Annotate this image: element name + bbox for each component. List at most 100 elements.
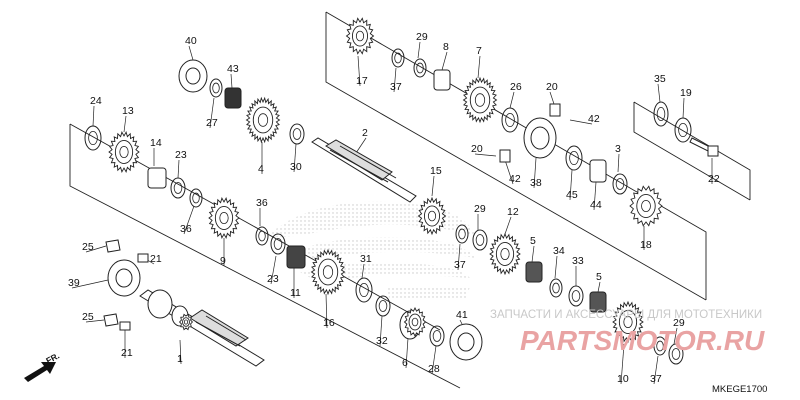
washer-part-27 (209, 78, 223, 98)
callout-20: 20 (471, 143, 483, 155)
leader-line (183, 205, 195, 235)
sprocket-part-18 (629, 185, 663, 227)
leader-line (230, 73, 233, 89)
bolt-part-21b (119, 321, 131, 331)
callout-30: 30 (290, 161, 302, 173)
gear-part-9 (208, 197, 240, 239)
callout-16: 16 (323, 317, 335, 329)
collar-part-3 (612, 173, 628, 195)
callout-39: 39 (68, 277, 80, 289)
leader-line (209, 97, 215, 129)
leader-lines (71, 41, 713, 385)
leader-line (504, 216, 512, 235)
bearing-part-40 (178, 59, 208, 93)
bushing-part-8 (433, 69, 451, 91)
gear-part-16 (310, 248, 346, 296)
stopper-plate-part-20a (549, 103, 561, 117)
callout-14: 14 (150, 137, 162, 149)
callout-10: 10 (617, 373, 629, 385)
washer-part-31 (355, 277, 373, 303)
leader-line (431, 345, 437, 375)
callout-35: 35 (654, 73, 666, 85)
gear-part-7 (462, 76, 498, 124)
shaft-gear-part-1 (178, 313, 194, 331)
circlip-part-29b (472, 229, 488, 251)
circlip-part-23a (170, 177, 186, 199)
callout-23: 23 (175, 149, 187, 161)
plate-part-25a (105, 239, 121, 253)
leader-line (554, 255, 558, 279)
leader-line (85, 319, 105, 323)
callout-5: 5 (530, 235, 536, 247)
circlip-part-33 (568, 285, 584, 307)
bushing-part-14 (147, 167, 167, 189)
leader-line (179, 339, 182, 365)
leader-line (549, 91, 555, 105)
leader-line (620, 343, 625, 385)
callout-25: 25 (82, 311, 94, 323)
bolt-part-22 (689, 137, 719, 157)
washer-part-36b (255, 226, 269, 246)
leader-line (393, 67, 397, 93)
needle-bearing-part-5b (589, 291, 607, 313)
gear-part-12 (489, 232, 521, 276)
parts (84, 17, 719, 367)
callout-19: 19 (680, 87, 692, 99)
leader-line (293, 143, 297, 173)
callout-41: 41 (456, 309, 468, 321)
leader-line (569, 119, 593, 125)
callout-17: 17 (356, 75, 368, 87)
callout-6: 6 (402, 357, 408, 369)
callout-12: 12 (507, 206, 519, 218)
gear-part-6-dog (403, 306, 427, 338)
leader-line (504, 159, 514, 185)
needle-bearing-part-5a (525, 261, 543, 283)
callout-37: 37 (454, 259, 466, 271)
callout-42: 42 (509, 173, 521, 185)
leader-line (188, 45, 194, 61)
callout-22: 22 (708, 173, 720, 185)
washer-part-37b (455, 224, 469, 244)
callout-45: 45 (566, 189, 578, 201)
bearing-part-38 (523, 117, 557, 159)
callout-2: 2 (362, 127, 368, 139)
leader-line (270, 255, 277, 285)
leader-line (682, 97, 685, 119)
diagram-code: MKEGE1700 (712, 384, 767, 395)
callout-21: 21 (150, 253, 162, 265)
callout-11: 11 (290, 287, 301, 299)
callout-44: 44 (590, 199, 602, 211)
washer-part-35 (653, 101, 669, 127)
callout-7: 7 (476, 45, 482, 57)
plate-part-25b (103, 313, 119, 327)
leader-line (569, 169, 573, 201)
callout-9: 9 (220, 255, 226, 267)
callout-24: 24 (90, 95, 102, 107)
washer-part-37c (653, 336, 667, 356)
washer-part-32 (375, 295, 391, 317)
needle-bearing-part-11 (286, 245, 306, 269)
leader-line (617, 153, 620, 173)
callout-37: 37 (390, 81, 402, 93)
stopper-plate-part-20b (499, 149, 511, 163)
callout-33: 33 (572, 255, 584, 267)
callout-4: 4 (258, 163, 264, 175)
circlip-part-29c (668, 343, 684, 365)
leader-line (405, 337, 409, 369)
leader-line (177, 159, 180, 179)
circlip-part-29a (413, 58, 427, 78)
leader-line (92, 105, 95, 127)
leader-line (474, 153, 497, 157)
callout-40: 40 (185, 35, 197, 47)
leader-line (593, 181, 597, 211)
leader-line (123, 115, 127, 133)
washer-part-26 (501, 107, 519, 133)
callout-32: 32 (376, 335, 388, 347)
washer-part-37a (391, 48, 405, 68)
gear-part-10 (612, 300, 644, 344)
callout-34: 34 (553, 245, 565, 257)
gear-part-13 (108, 131, 140, 173)
watermark-text: ЗАПЧАСТИ И АКСЕССУАРЫ ДЛЯ МОТОТЕХНИКИ (490, 309, 762, 321)
